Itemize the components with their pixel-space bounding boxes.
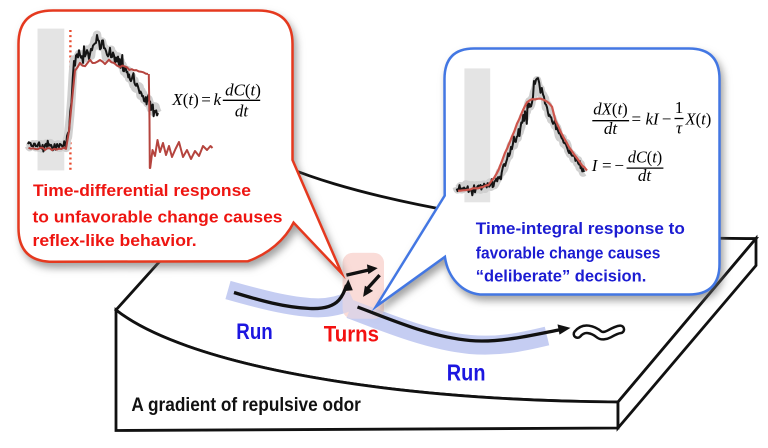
svg-text:Time-differential response: Time-differential response [33, 181, 251, 200]
svg-text:−: − [662, 109, 672, 128]
svg-text:Time-integral response to: Time-integral response to [476, 219, 685, 238]
svg-text:X(t): X(t) [685, 109, 712, 128]
svg-text:dt: dt [638, 166, 653, 185]
svg-text:Run: Run [236, 319, 272, 344]
svg-text:dt: dt [235, 102, 250, 121]
svg-text:kI: kI [646, 109, 661, 128]
svg-text:−: − [614, 156, 624, 175]
svg-text:favorable change causes: favorable change causes [476, 243, 661, 262]
svg-text:Turns: Turns [324, 322, 379, 347]
svg-text:Run: Run [447, 360, 486, 386]
svg-text:I: I [591, 156, 599, 175]
svg-text:“deliberate” decision.: “deliberate” decision. [476, 266, 647, 285]
svg-text:=: = [201, 90, 211, 109]
svg-text:dC(t): dC(t) [225, 80, 261, 99]
svg-text:1: 1 [675, 98, 684, 117]
svg-text:k: k [214, 90, 222, 109]
svg-text:dC(t): dC(t) [628, 147, 662, 166]
svg-text:X(t): X(t) [171, 90, 198, 109]
svg-text:to unfavorable change causes: to unfavorable change causes [33, 207, 283, 226]
svg-text:=: = [602, 156, 612, 175]
svg-text:reflex-like behavior.: reflex-like behavior. [33, 231, 197, 250]
svg-text:=: = [632, 109, 642, 128]
svg-text:τ: τ [676, 119, 683, 138]
svg-text:dX(t): dX(t) [593, 100, 627, 119]
svg-text:A gradient of repulsive odor: A gradient of repulsive odor [131, 394, 361, 416]
svg-text:dt: dt [604, 119, 619, 138]
